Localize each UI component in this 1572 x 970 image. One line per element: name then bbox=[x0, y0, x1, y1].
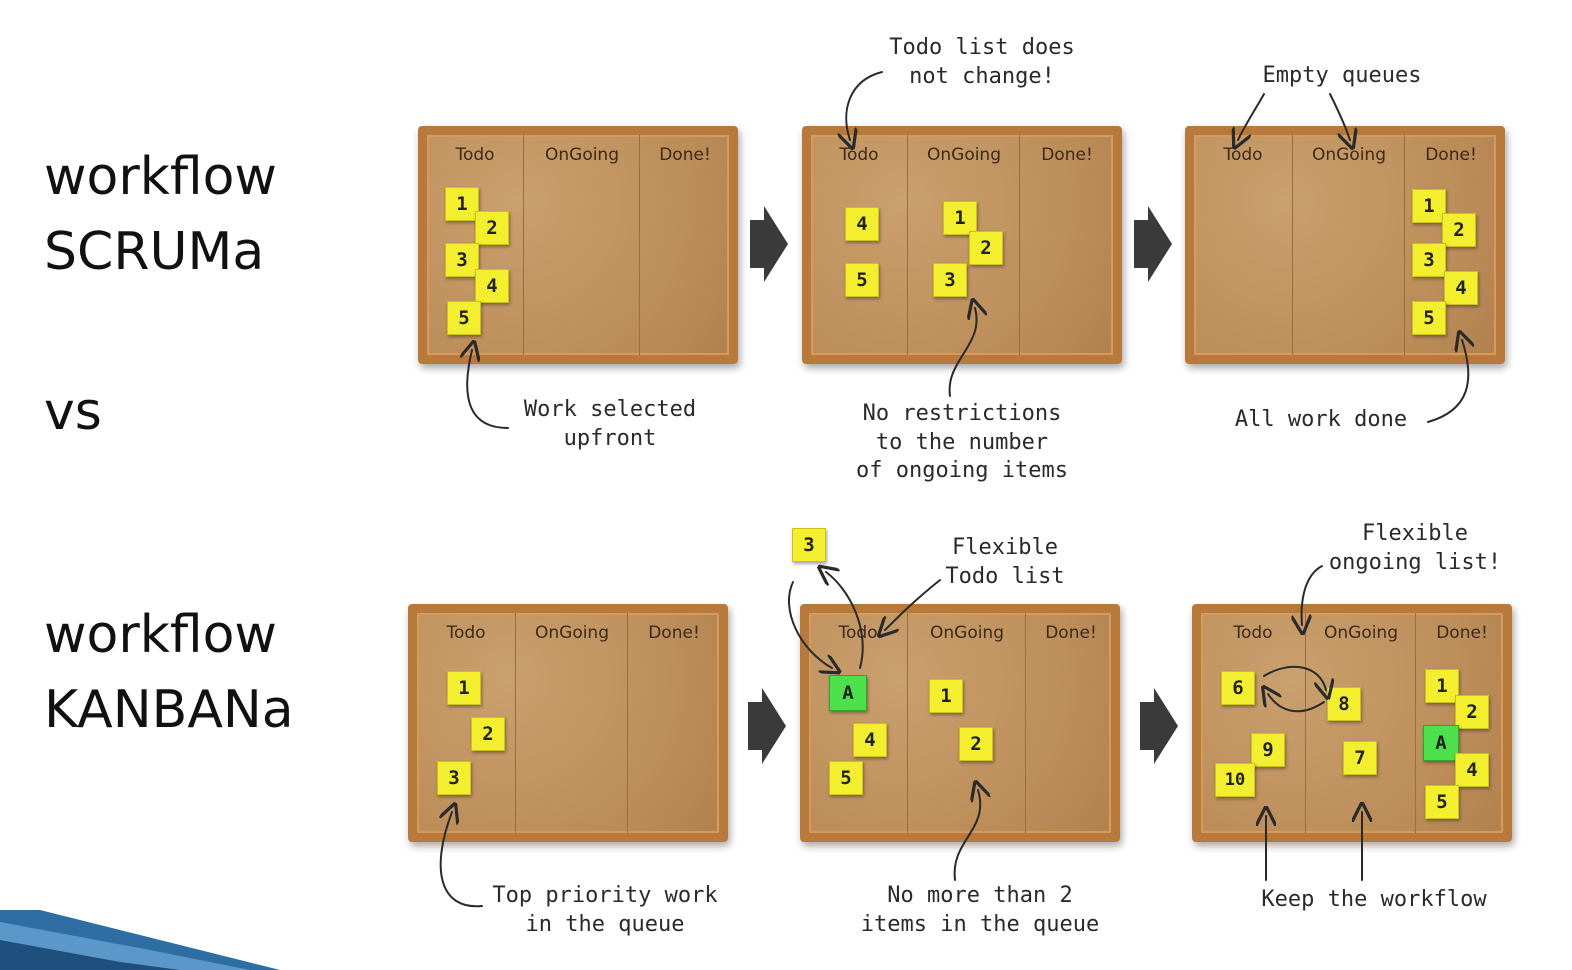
column-header: Todo bbox=[1233, 623, 1273, 643]
sticky-note: 2 bbox=[959, 727, 993, 761]
corner-decoration bbox=[0, 910, 280, 970]
sticky-note: 10 bbox=[1215, 763, 1255, 797]
annotation-no-more-than-2: No more than 2 items in the queue bbox=[860, 883, 1100, 937]
sticky-note: 5 bbox=[829, 761, 863, 795]
column-header: Done! bbox=[648, 623, 700, 643]
column-header: OnGoing bbox=[1323, 623, 1399, 643]
sticky-note-green: A bbox=[1423, 725, 1459, 761]
column-header: Done! bbox=[1436, 623, 1488, 643]
sticky-note: 2 bbox=[1442, 213, 1476, 247]
sticky-note: 5 bbox=[447, 301, 481, 335]
sticky-note: 1 bbox=[929, 679, 963, 713]
column-header: OnGoing bbox=[929, 623, 1005, 643]
sticky-note: 2 bbox=[471, 717, 505, 751]
sticky-note: 2 bbox=[1455, 695, 1489, 729]
sticky-note: 4 bbox=[475, 269, 509, 303]
sticky-note: 2 bbox=[475, 211, 509, 245]
column-header: Done! bbox=[1425, 145, 1477, 165]
sticky-note-floating: 3 bbox=[792, 528, 826, 562]
kanban-board-1: Todo OnGoing Done! 1 2 3 bbox=[408, 604, 728, 842]
sticky-note: 3 bbox=[1412, 243, 1446, 277]
sticky-note: 9 bbox=[1251, 733, 1285, 767]
annotation-flexible-ongoing: Flexible ongoing list! bbox=[1328, 521, 1502, 575]
scrum-board-1: Todo OnGoing Done! 1 2 3 4 5 bbox=[418, 126, 738, 364]
column-header: Todo bbox=[455, 145, 495, 165]
annotation-no-restrictions: No restrictions to the number of ongoing… bbox=[856, 401, 1068, 484]
sticky-note: 4 bbox=[1455, 753, 1489, 787]
annotation-work-selected: Work selected upfront bbox=[523, 397, 697, 451]
sticky-note: 2 bbox=[969, 231, 1003, 265]
sticky-note: 1 bbox=[445, 187, 479, 221]
annotation-keep-workflow: Keep the workflow bbox=[1261, 887, 1487, 912]
sticky-note: 5 bbox=[845, 263, 879, 297]
sticky-note: 1 bbox=[943, 201, 977, 235]
column-header: OnGoing bbox=[534, 623, 610, 643]
kanban-board-2: Todo OnGoing Done! A 4 5 1 2 bbox=[800, 604, 1120, 842]
annotation-empty-queues: Empty queues bbox=[1262, 63, 1422, 88]
column-header: OnGoing bbox=[544, 145, 620, 165]
column-header: OnGoing bbox=[926, 145, 1002, 165]
sticky-note: 7 bbox=[1343, 741, 1377, 775]
sticky-note: 4 bbox=[845, 207, 879, 241]
sticky-note: 4 bbox=[853, 723, 887, 757]
annotation-all-work-done: All work done bbox=[1234, 407, 1408, 432]
sticky-note: 1 bbox=[1412, 189, 1446, 223]
scrum-board-2: Todo OnGoing Done! 4 5 1 2 3 bbox=[802, 126, 1122, 364]
kanban-label: workflow KANBANa bbox=[44, 605, 294, 741]
sticky-note: 1 bbox=[447, 671, 481, 705]
column-header: Todo bbox=[838, 623, 878, 643]
column-header: Done! bbox=[1045, 623, 1097, 643]
scrum-board-3: Todo OnGoing Done! 1 2 3 4 5 bbox=[1185, 126, 1505, 364]
sticky-note: 6 bbox=[1221, 671, 1255, 705]
annotation-todo-unchanged: Todo list does not change! bbox=[889, 35, 1075, 89]
column-header: Todo bbox=[446, 623, 486, 643]
scrum-label: workflow SCRUMa bbox=[44, 147, 277, 283]
annotation-flexible-todo: Flexible Todo list bbox=[945, 535, 1065, 589]
sticky-note: 5 bbox=[1412, 301, 1446, 335]
column-header: Done! bbox=[659, 145, 711, 165]
column-header: Done! bbox=[1041, 145, 1093, 165]
column-header: OnGoing bbox=[1311, 145, 1387, 165]
sticky-note: 3 bbox=[437, 761, 471, 795]
sticky-note: 4 bbox=[1444, 271, 1478, 305]
sticky-note: 3 bbox=[933, 263, 967, 297]
annotation-top-priority: Top priority work in the queue bbox=[492, 883, 718, 937]
sticky-note: 3 bbox=[445, 243, 479, 277]
vs-label: vs bbox=[44, 382, 102, 442]
sticky-note: 5 bbox=[1425, 785, 1459, 819]
sticky-note: 1 bbox=[1425, 669, 1459, 703]
sticky-note-green: A bbox=[829, 675, 867, 711]
